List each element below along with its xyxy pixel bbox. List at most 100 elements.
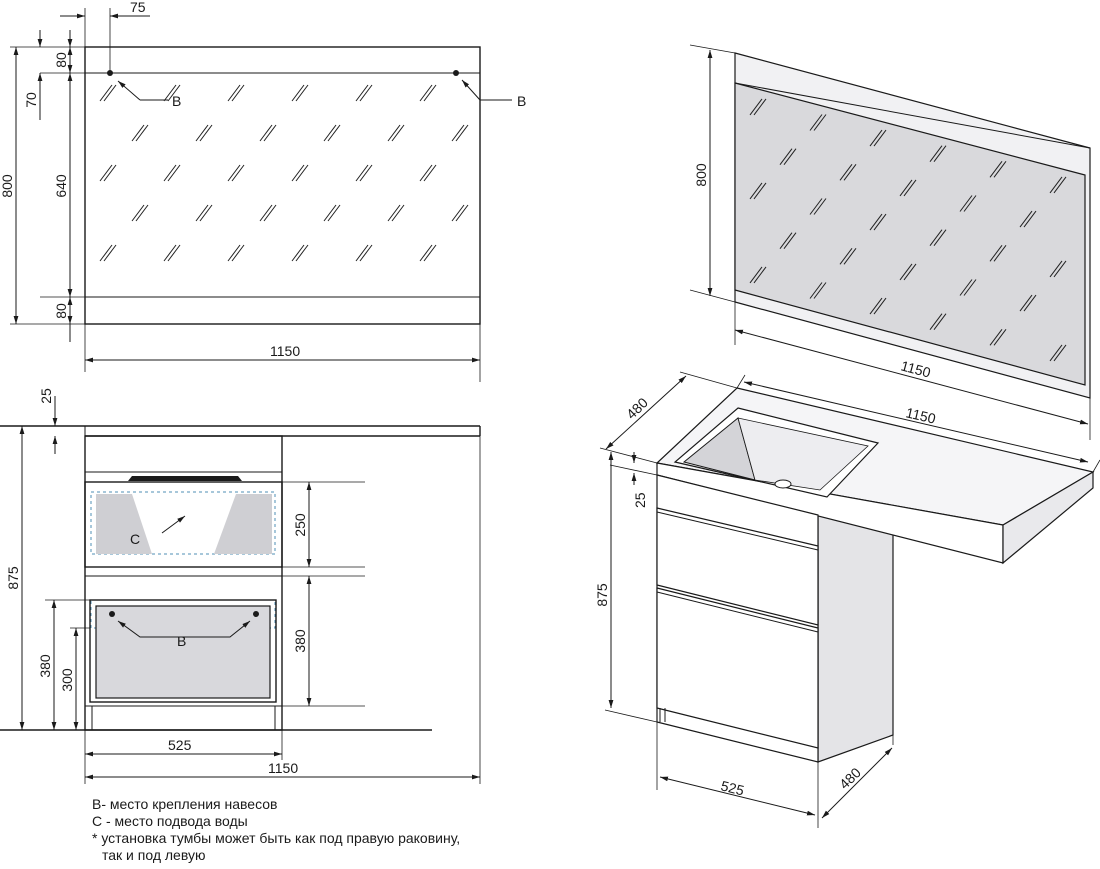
cabinet-front-view: C B 250 380 25 875 xyxy=(0,388,481,784)
hatch-line xyxy=(451,204,465,222)
hatch-line xyxy=(359,164,373,182)
hatch-line xyxy=(749,98,763,116)
hatch-line xyxy=(959,195,973,212)
hatch-line xyxy=(989,161,1003,178)
hatch-line xyxy=(929,229,943,246)
mirror-outline xyxy=(84,46,481,325)
hatch-line xyxy=(355,164,369,182)
hatch-line xyxy=(959,279,973,296)
hatch-line xyxy=(1053,260,1067,278)
hatch-line xyxy=(195,124,209,142)
hatch-line xyxy=(933,229,947,246)
dim-top-thickness: 25 xyxy=(38,388,54,404)
dim-cabinet-height: 875 xyxy=(5,566,21,590)
hatch-line xyxy=(993,161,1007,178)
hatch-line xyxy=(387,124,401,142)
hatch-line xyxy=(813,114,827,131)
hatch-line xyxy=(423,84,437,102)
hatch-line xyxy=(291,164,305,182)
lower-drawer xyxy=(89,599,277,703)
hatch-line xyxy=(1049,260,1063,278)
note-b: B- место крепления навесов xyxy=(92,796,278,812)
hatch-line xyxy=(227,164,241,182)
hatch-line xyxy=(963,195,977,212)
hinge-point-right xyxy=(253,611,259,617)
hatch-line xyxy=(263,204,277,222)
hatch-line xyxy=(873,213,887,231)
sink-bowl xyxy=(128,476,242,481)
hatch-line xyxy=(809,282,823,299)
hatch-line xyxy=(231,164,245,182)
hatch-line xyxy=(99,244,113,262)
dim-iso-top-thickness: 25 xyxy=(632,492,648,508)
hatch-line xyxy=(783,232,797,249)
note-install: * установка тумбы может быть как под пра… xyxy=(92,830,461,846)
hatch-line xyxy=(323,124,337,142)
hatch-line xyxy=(869,297,883,315)
dim-mirror-offset: 75 xyxy=(130,0,146,15)
drain-icon xyxy=(774,479,792,489)
dim-iso-depth: 480 xyxy=(623,394,651,422)
hatch-line xyxy=(355,244,369,262)
hatch-line xyxy=(1053,176,1067,194)
hatch-line xyxy=(359,244,373,262)
hatch-line xyxy=(327,124,341,142)
dim-total-width: 1150 xyxy=(268,760,298,776)
hatch-line xyxy=(839,248,853,265)
hatch-line xyxy=(231,244,245,262)
hatch-line xyxy=(843,164,857,181)
hatch-line xyxy=(1019,294,1033,312)
hatch-line xyxy=(753,98,767,116)
hatch-line xyxy=(455,124,469,142)
hatch-line xyxy=(749,266,763,284)
hatch-line xyxy=(839,164,853,181)
hatch-line xyxy=(99,84,113,102)
hatch-line xyxy=(103,244,117,262)
hinge-point-left xyxy=(109,611,115,617)
hatch-line xyxy=(163,244,177,262)
hatch-line xyxy=(809,198,823,215)
hatch-line xyxy=(873,297,887,315)
hatch-line xyxy=(809,114,823,131)
upper-drawer xyxy=(84,481,283,568)
hatch-line xyxy=(455,204,469,222)
hatch-line xyxy=(423,244,437,262)
drawer-iso-lower xyxy=(656,587,819,749)
dim-drawer-bottom: 380 xyxy=(292,629,308,653)
hatch-line xyxy=(419,164,433,182)
hatch-line xyxy=(103,164,117,182)
hatch-line xyxy=(749,182,763,200)
note-c: C - место подвода воды xyxy=(92,813,248,829)
mount-point-right xyxy=(453,70,459,76)
hatch-line xyxy=(259,204,273,222)
label-c-cabinet: C xyxy=(130,531,140,547)
hatch-line xyxy=(899,263,913,281)
hatch-line xyxy=(295,244,309,262)
dim-mirror-pin: 70 xyxy=(23,92,39,108)
hatch-line xyxy=(227,244,241,262)
hatch-line xyxy=(167,164,181,182)
hatch-line xyxy=(327,204,341,222)
hatch-line xyxy=(323,204,337,222)
label-b-mirror-right: B xyxy=(517,93,526,109)
hatch-line xyxy=(843,248,857,265)
label-b-mirror-left: B xyxy=(172,93,181,109)
glass-hatching xyxy=(99,84,469,262)
hatch-line xyxy=(199,204,213,222)
hatch-line xyxy=(103,84,117,102)
hatch-line xyxy=(929,145,943,162)
hatch-line xyxy=(451,124,465,142)
hatch-line xyxy=(231,84,245,102)
hatch-line xyxy=(227,84,241,102)
drawer-iso-upper xyxy=(656,507,819,626)
hatch-line xyxy=(419,84,433,102)
dim-cabinet-width: 525 xyxy=(168,737,192,753)
hatch-line xyxy=(135,204,149,222)
hatch-line xyxy=(419,244,433,262)
hatch-line xyxy=(1023,294,1037,312)
dim-iso-top-width: 1150 xyxy=(904,404,937,426)
dim-iso-cab-depth: 480 xyxy=(836,764,864,792)
hatch-line xyxy=(753,182,767,200)
dim-iso-cab-width: 525 xyxy=(719,777,746,798)
